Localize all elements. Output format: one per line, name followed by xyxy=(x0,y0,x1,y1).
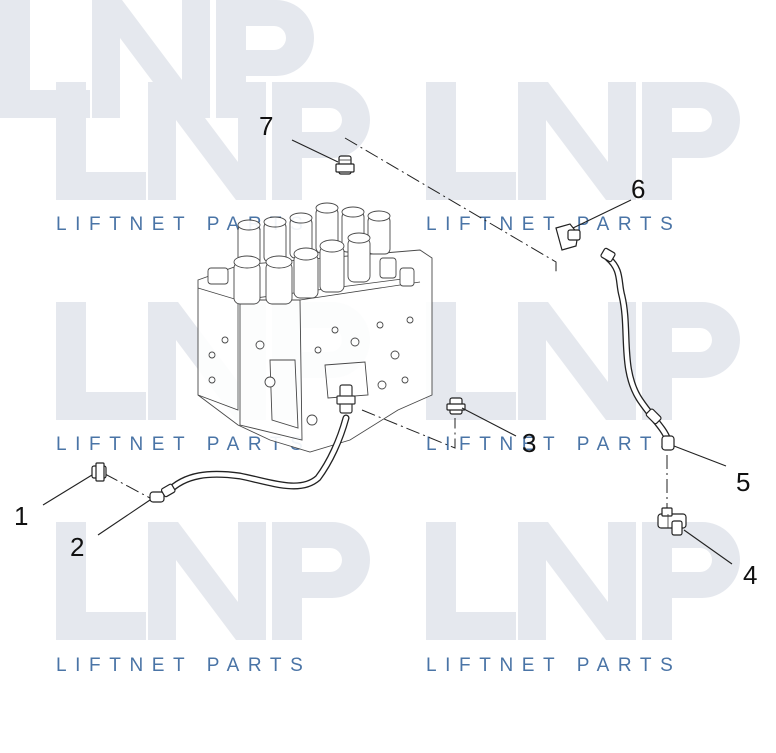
watermark-caption: LIFTNET PARTS xyxy=(56,655,311,676)
callout-3: 3 xyxy=(522,428,536,458)
watermark-caption: LIFTNET PARTS xyxy=(56,434,311,455)
watermark-caption: LIFTNET PARTS xyxy=(426,214,681,235)
part-3-adapter xyxy=(446,397,466,415)
watermark-logo xyxy=(426,302,740,420)
watermark-caption: LIFTNET PARTS xyxy=(426,434,681,455)
assembly-lines xyxy=(104,137,668,512)
callout-6: 6 xyxy=(631,174,645,204)
part-6-elbow xyxy=(555,223,581,251)
watermark-caption: LIFTNET PARTS xyxy=(426,655,681,676)
callout-7: 7 xyxy=(259,111,273,141)
control-valve-assembly xyxy=(197,202,433,453)
callout-2: 2 xyxy=(70,532,84,562)
watermark-logo xyxy=(426,82,740,200)
callouts: 7 6 3 5 4 1 2 xyxy=(14,111,757,590)
callout-4: 4 xyxy=(743,560,757,590)
part-7-adapter xyxy=(335,155,355,175)
watermark-logo xyxy=(426,522,740,640)
leader-lines xyxy=(42,139,733,565)
part-4-tee xyxy=(657,507,687,536)
callout-5: 5 xyxy=(736,467,750,497)
watermark-logo xyxy=(56,522,370,640)
callout-1: 1 xyxy=(14,501,28,531)
solenoid-row-front xyxy=(233,232,371,305)
part-2-hose xyxy=(149,414,350,503)
part-1-adapter xyxy=(91,462,107,482)
part-5-hose xyxy=(600,247,675,451)
solenoid-row-back xyxy=(237,202,391,266)
